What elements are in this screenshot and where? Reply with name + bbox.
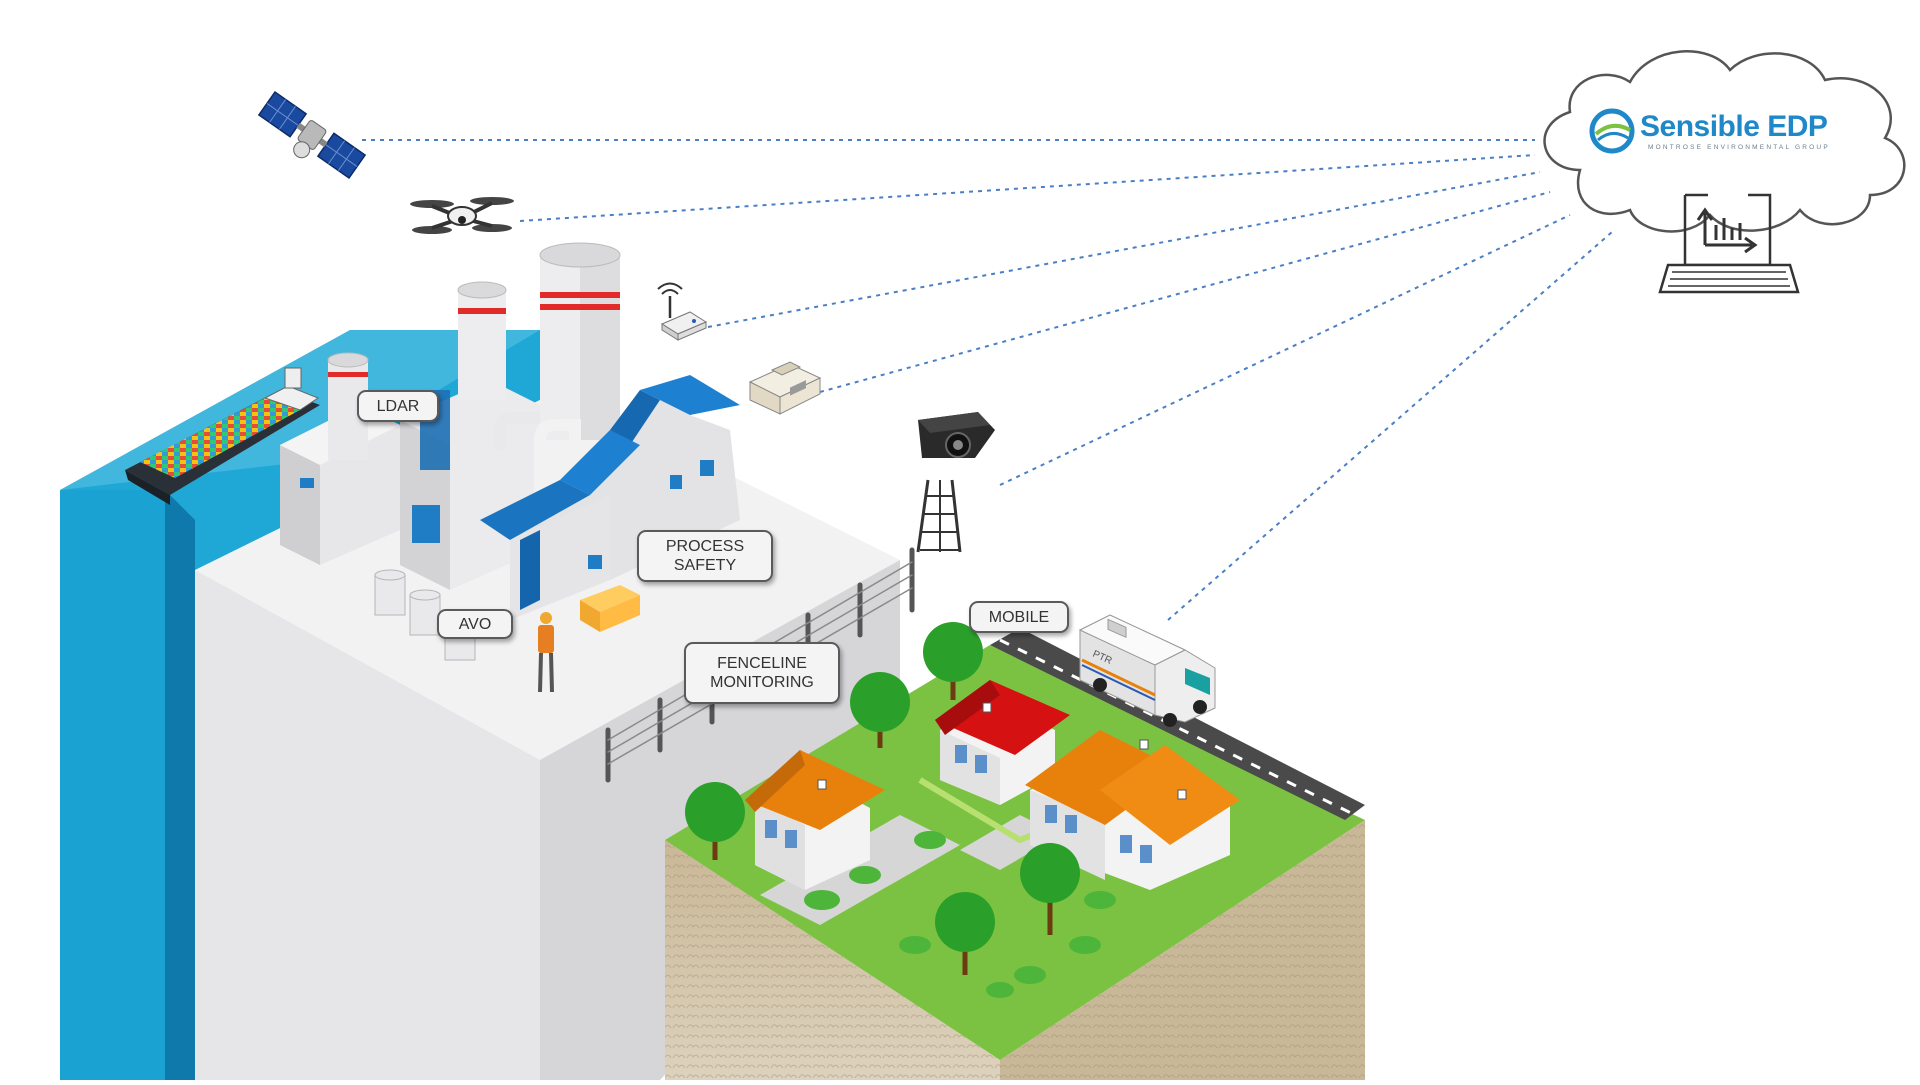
ldar-label: LDAR (357, 390, 439, 422)
avo-text: AVO (458, 615, 492, 633)
logo-mark-icon (1589, 108, 1635, 154)
mobile-truck-icon: PTR (1078, 614, 1216, 727)
ldar-text: LDAR (376, 397, 420, 415)
camera-tower-icon (916, 412, 995, 553)
satellite-icon (257, 90, 367, 180)
drone-icon (410, 197, 514, 234)
container-ship-icon (125, 367, 320, 505)
cloud-icon (1543, 50, 1906, 233)
houses (745, 680, 1240, 890)
mobile-text: MOBILE (988, 608, 1050, 626)
wireless-sensor-icon (657, 282, 708, 341)
connector-camera (999, 214, 1571, 486)
fenceline-line1: FENCELINE (717, 655, 807, 672)
process-safety-label: PROCESS SAFETY (637, 530, 773, 582)
fenceline-line2: MONITORING (710, 674, 814, 691)
fenceline-monitoring-label: FENCELINE MONITORING (684, 642, 840, 704)
connector-mobile (1167, 231, 1613, 621)
process-safety-line2: SAFETY (673, 557, 737, 574)
worker-icon (538, 612, 554, 693)
connector-sensor (707, 171, 1541, 328)
factory-complex (280, 242, 740, 661)
brand-subtitle: MONTROSE ENVIRONMENTAL GROUP (1648, 144, 1830, 151)
connector-drone (519, 154, 1536, 222)
connector-monitor-unit (819, 191, 1551, 393)
monitor-unit-icon (748, 361, 822, 415)
avo-label: AVO (437, 609, 513, 639)
laptop-chart-icon (1658, 193, 1800, 294)
community-block (665, 628, 1365, 1080)
mobile-label: MOBILE (969, 601, 1069, 633)
trees (685, 622, 1080, 975)
connector-lines (362, 139, 1613, 621)
brand-name: Sensible EDP (1640, 110, 1828, 143)
process-safety-line1: PROCESS (665, 538, 745, 555)
bushes (804, 831, 1116, 998)
